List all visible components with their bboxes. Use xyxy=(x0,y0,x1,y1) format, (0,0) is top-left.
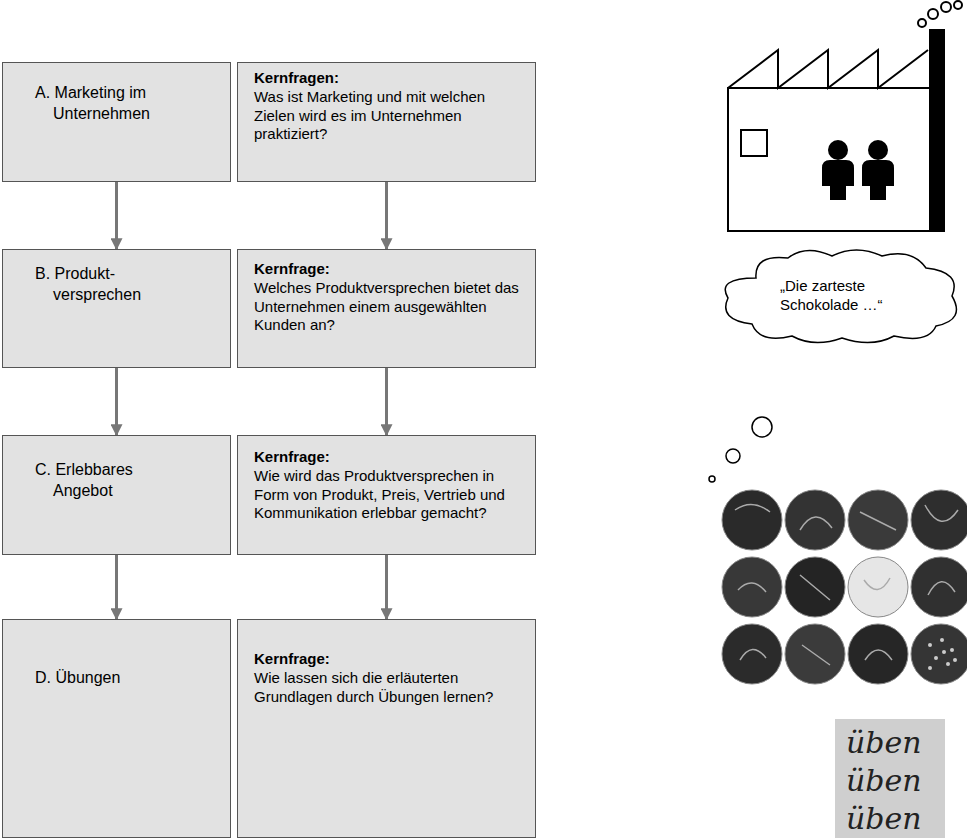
thought-cloud: „Die zarteste Schokolade …“ xyxy=(716,248,964,344)
question-box: Kernfragen:Was ist Marketing und mit wel… xyxy=(237,62,536,182)
question-text: Wie wird das Produktversprechen in Form … xyxy=(254,467,527,523)
chocolate-photo xyxy=(722,490,967,684)
question-heading: Kernfrage: xyxy=(254,650,527,669)
handwriting-word: üben xyxy=(846,766,922,796)
question-heading: Kernfrage: xyxy=(254,448,527,467)
cloud-text: „Die zarteste Schokolade …“ xyxy=(780,277,900,315)
handwriting-word: üben xyxy=(846,728,922,758)
section-box: A. Marketing im Unternehmen xyxy=(2,62,231,182)
section-box: C. Erlebbares Angebot xyxy=(2,435,231,555)
question-box: Kernfrage:Wie wird das Produktverspreche… xyxy=(237,435,536,555)
handwriting-word: üben xyxy=(846,804,922,834)
section-title: A. Marketing im Unternehmen xyxy=(53,83,193,125)
flow-arrow xyxy=(115,182,118,249)
question-text: Was ist Marketing und mit welchen Zielen… xyxy=(254,88,527,144)
section-box: B. Produkt- versprechen xyxy=(2,249,231,368)
flow-arrow xyxy=(385,182,388,249)
section-title: B. Produkt- versprechen xyxy=(53,264,193,306)
thought-bubbles xyxy=(709,417,772,482)
section-title: C. Erlebbares Angebot xyxy=(53,460,193,502)
question-text: Welches Produktversprechen bietet das Un… xyxy=(254,279,527,335)
flow-arrow xyxy=(115,368,118,435)
question-box: Kernfrage:Welches Produktversprechen bie… xyxy=(237,249,536,368)
section-box: D. Übungen xyxy=(2,619,231,838)
flow-arrow xyxy=(385,555,388,619)
factory-icon xyxy=(728,1,962,231)
section-title: D. Übungen xyxy=(53,668,193,689)
question-heading: Kernfragen: xyxy=(254,69,527,88)
handwriting-photo xyxy=(835,719,945,838)
flow-arrow xyxy=(385,368,388,435)
question-heading: Kernfrage: xyxy=(254,260,527,279)
question-text: Wie lassen sich die erläuterten Grundlag… xyxy=(254,669,527,707)
people-icon xyxy=(822,140,894,200)
question-box: Kernfrage:Wie lassen sich die erläuterte… xyxy=(237,619,536,838)
flow-arrow xyxy=(115,555,118,619)
